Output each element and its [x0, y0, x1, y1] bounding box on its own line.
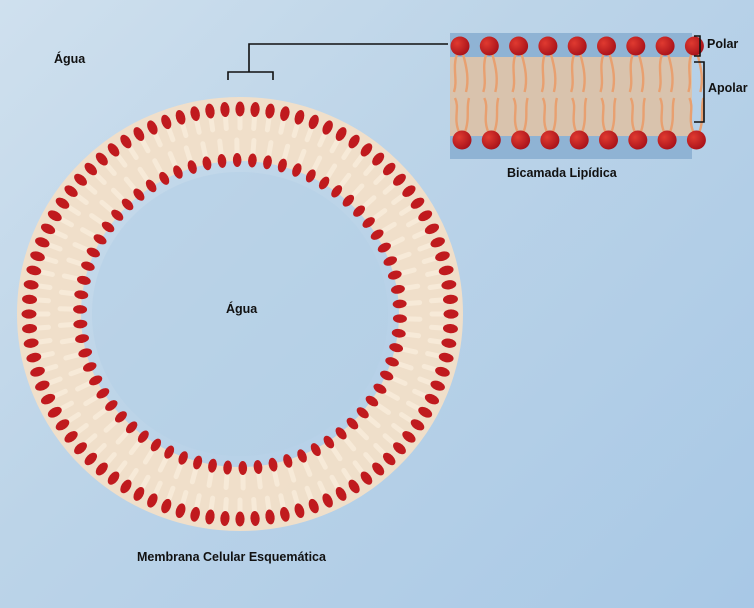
membrane-caption: Membrana Celular Esquemática: [137, 550, 326, 564]
polar-head: [453, 131, 472, 150]
inner-water-label: Água: [226, 302, 257, 316]
phospholipid-head: [235, 102, 244, 117]
lipid-tail: [697, 54, 701, 92]
connector-line: [249, 44, 448, 72]
polar-head: [511, 131, 530, 150]
polar-head: [451, 37, 470, 56]
polar-label: Polar: [707, 37, 738, 51]
phospholipid-head: [22, 309, 37, 318]
polar-head: [538, 37, 557, 56]
polar-head: [658, 131, 677, 150]
polar-head: [626, 37, 645, 56]
polar-head: [509, 37, 528, 56]
lipid-tail: [699, 98, 703, 132]
polar-head: [570, 131, 589, 150]
polar-head: [599, 131, 618, 150]
zoom-connector: [228, 44, 448, 80]
polar-head: [628, 131, 647, 150]
phospholipid-head: [235, 512, 244, 527]
polar-head: [540, 131, 559, 150]
polar-head: [687, 131, 706, 150]
polar-head: [597, 37, 616, 56]
bilayer-caption: Bicamada Lipídica: [507, 166, 617, 180]
lipid-bilayer-inset: [450, 33, 706, 159]
polar-head: [656, 37, 675, 56]
polar-head: [685, 37, 704, 56]
membrane-bracket: [228, 72, 273, 80]
polar-head: [482, 131, 501, 150]
polar-head: [568, 37, 587, 56]
phospholipid-head: [444, 309, 459, 318]
apolar-label: Apolar: [708, 81, 748, 95]
polar-head: [480, 37, 499, 56]
outer-water-label: Água: [54, 52, 85, 66]
